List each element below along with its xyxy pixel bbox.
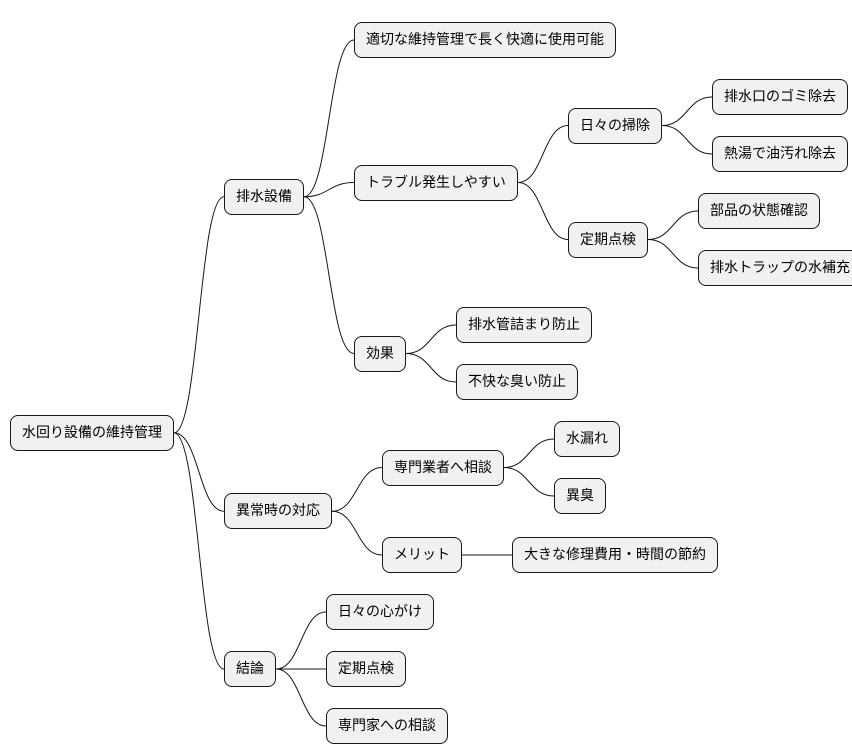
mindmap-node-depth-2: 適切な維持管理で長く快適に使用可能 bbox=[354, 22, 616, 58]
connector-line bbox=[517, 182, 569, 240]
mindmap-node-depth-2: 日々の心がけ bbox=[326, 594, 434, 630]
mindmap-node-depth-4: 部品の状態確認 bbox=[698, 193, 820, 229]
connector-line bbox=[173, 432, 225, 670]
mindmap-node-depth-1: 異常時の対応 bbox=[224, 493, 332, 530]
connector-line bbox=[331, 510, 383, 556]
connector-line bbox=[661, 96, 713, 126]
mindmap-node-depth-1: 結論 bbox=[224, 651, 276, 687]
connector-line bbox=[303, 196, 355, 354]
connector-line bbox=[303, 39, 355, 198]
mindmap-node-depth-2: メリット bbox=[382, 537, 462, 573]
mindmap-node-depth-3: 異臭 bbox=[554, 478, 606, 514]
mindmap-node-depth-4: 排水口のゴミ除去 bbox=[712, 79, 848, 115]
mindmap-node-depth-4: 熱湯で油汚れ除去 bbox=[712, 136, 848, 172]
mindmap-root-node: 水回り設備の維持管理 bbox=[10, 414, 174, 451]
connector-line bbox=[647, 239, 699, 269]
connector-line bbox=[503, 438, 555, 468]
mindmap-node-depth-3: 不快な臭い防止 bbox=[456, 364, 578, 400]
mindmap-node-depth-2: 効果 bbox=[354, 335, 406, 372]
mindmap-node-depth-2: トラブル発生しやすい bbox=[354, 164, 518, 201]
mindmap-node-depth-3: 大きな修理費用・時間の節約 bbox=[512, 537, 718, 573]
mindmap-node-depth-3: 排水管詰まり防止 bbox=[456, 307, 592, 343]
connector-line bbox=[517, 125, 569, 183]
mindmap-node-depth-3: 日々の掃除 bbox=[568, 107, 662, 144]
connector-line bbox=[173, 196, 225, 434]
mindmap-node-depth-1: 排水設備 bbox=[224, 178, 304, 215]
connector-line bbox=[661, 125, 713, 155]
connector-line bbox=[173, 432, 225, 512]
connector-line bbox=[275, 611, 327, 670]
mindmap-node-depth-2: 専門業者へ相談 bbox=[382, 449, 504, 486]
connector-line bbox=[303, 182, 355, 198]
connector-line bbox=[503, 467, 555, 497]
connector-line bbox=[405, 324, 457, 354]
mindmap-node-depth-2: 専門家への相談 bbox=[326, 708, 448, 744]
connector-line bbox=[647, 210, 699, 240]
connector-line bbox=[405, 353, 457, 383]
mindmap-node-depth-4: 排水トラップの水補充 bbox=[698, 250, 852, 286]
mindmap-node-depth-3: 定期点検 bbox=[568, 221, 648, 258]
connector-line bbox=[275, 668, 327, 727]
mindmap-node-depth-3: 水漏れ bbox=[554, 421, 620, 457]
mindmap-node-depth-2: 定期点検 bbox=[326, 651, 406, 687]
connector-line bbox=[331, 467, 383, 512]
